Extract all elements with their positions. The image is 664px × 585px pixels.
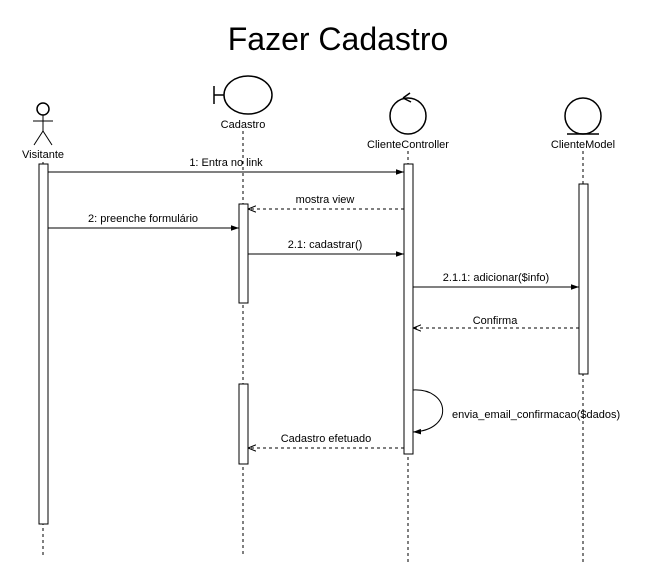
message-label-8: Cadastro efetuado [281, 433, 372, 445]
activation-cadastro-1 [238, 203, 249, 304]
participant-cadastro-label: Cadastro [221, 119, 266, 131]
message-label-6: Confirma [473, 315, 519, 327]
message-label-4: 2.1: cadastrar() [288, 239, 363, 251]
participant-visitante-label: Visitante [22, 149, 64, 161]
diagram-title: Fazer Cadastro [228, 21, 449, 57]
control-icon [389, 92, 427, 135]
activation-visitante [38, 163, 49, 525]
participant-clientemodel-label: ClienteModel [551, 139, 615, 151]
activation-clientemodel [578, 183, 589, 375]
message-label-1: 1: Entra no link [189, 157, 263, 169]
boundary-icon [213, 75, 273, 115]
message-label-5: 2.1.1: adicionar($info) [443, 272, 549, 284]
activation-cadastro-2 [238, 383, 249, 465]
message-label-7: envia_email_confirmacao($dados) [452, 409, 620, 421]
message-label-2: mostra view [296, 194, 355, 206]
message-arrow-7 [412, 389, 444, 435]
entity-icon [564, 97, 602, 135]
participant-clientecontroller-label: ClienteController [367, 139, 449, 151]
activation-clientecontroller [403, 163, 414, 455]
message-label-3: 2: preenche formulário [88, 213, 198, 225]
actor-icon [33, 102, 53, 146]
